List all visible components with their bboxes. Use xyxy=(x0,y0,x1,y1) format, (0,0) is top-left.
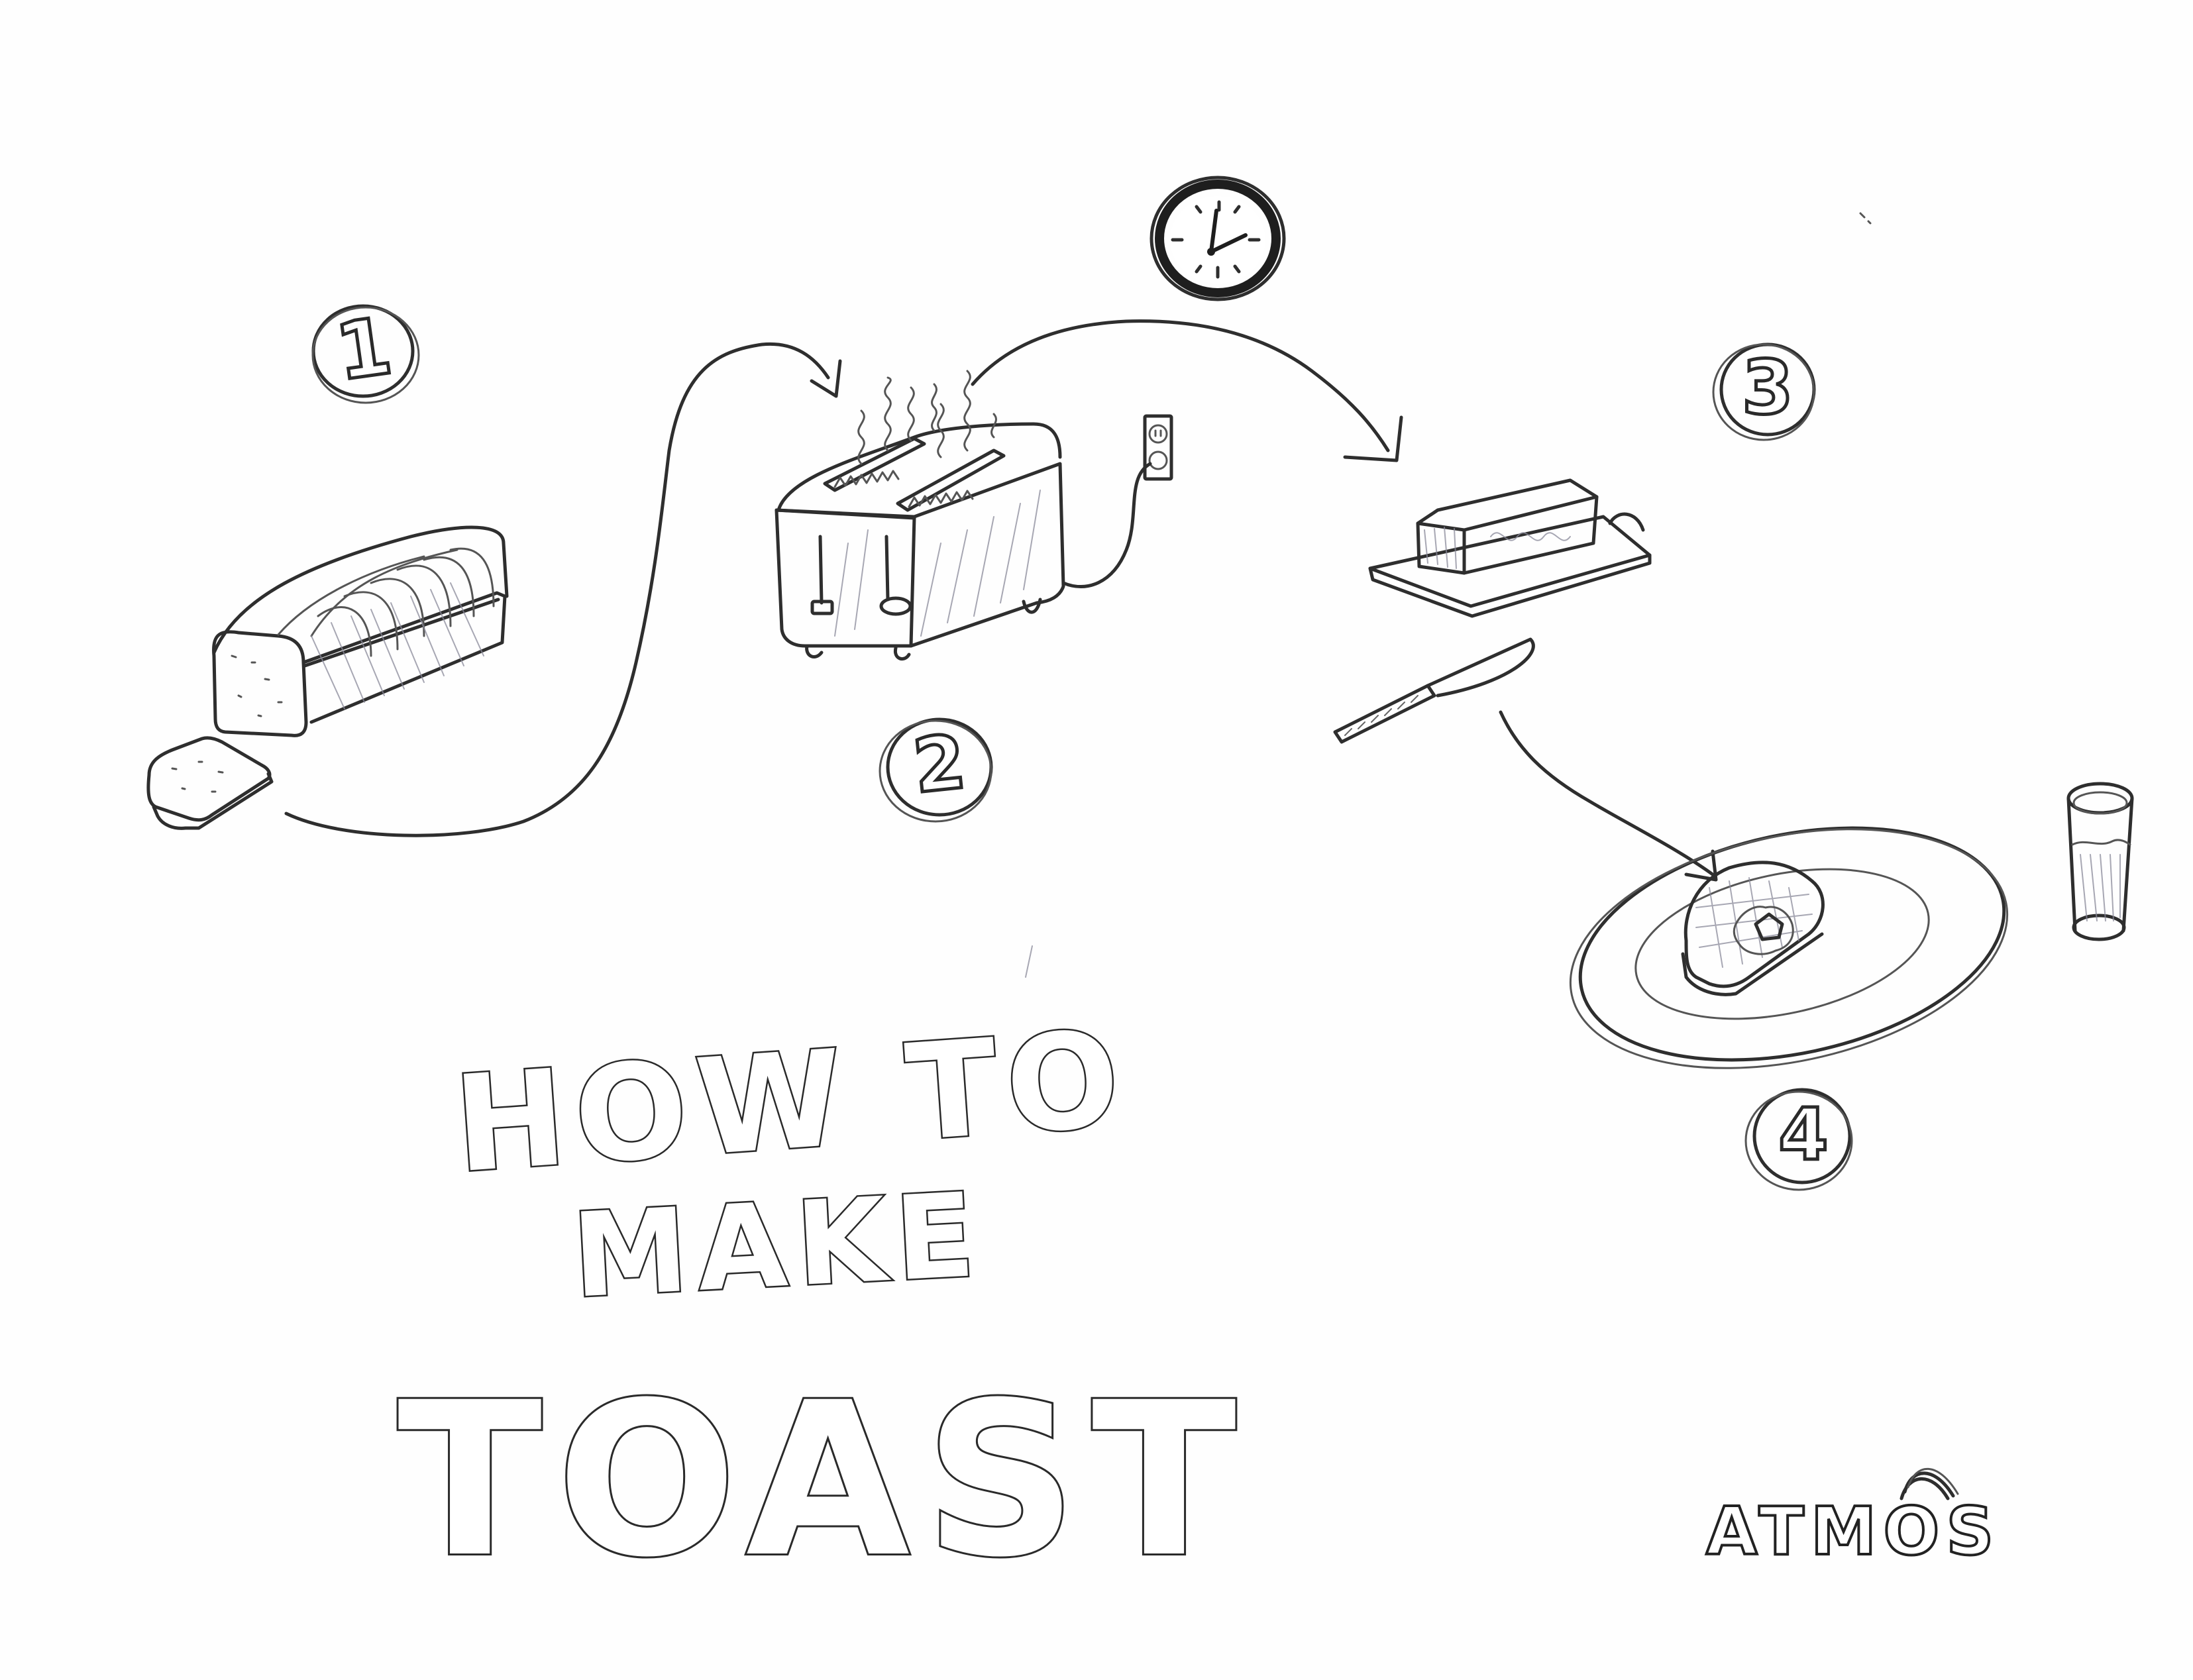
steam-icon xyxy=(857,370,997,465)
butter-dish-icon xyxy=(1368,478,1652,618)
arrow-head xyxy=(810,359,842,398)
step-1-number: 1 xyxy=(329,298,399,399)
title-line-3: TOAST xyxy=(396,1357,1252,1604)
arrow-head xyxy=(1343,415,1403,462)
artist-signature: ATMOS xyxy=(1705,1493,2001,1570)
plate-icon xyxy=(1569,826,2009,1069)
signature-flourish xyxy=(1899,1467,1959,1500)
arrow-head xyxy=(1684,849,1718,882)
stray-mark xyxy=(1859,212,1872,225)
toaster-icon xyxy=(775,422,1065,661)
power-outlet-icon xyxy=(1143,414,1173,481)
step-2-number: 2 xyxy=(908,717,971,812)
title-line-2: MAKE xyxy=(568,1167,989,1326)
buttered-toast-icon xyxy=(1681,861,1825,996)
stray-mark xyxy=(1025,945,1033,978)
step-3-number: 3 xyxy=(1740,345,1795,431)
clock-icon xyxy=(1150,176,1286,301)
step-4-badge xyxy=(1744,1088,1853,1191)
glass-of-juice-icon xyxy=(2066,782,2134,941)
power-cord xyxy=(1061,462,1152,589)
knife-icon xyxy=(1333,637,1535,744)
bread-loaf-icon xyxy=(211,525,509,737)
step-1-badge xyxy=(311,304,420,404)
arrow-toaster-to-butter xyxy=(971,319,1390,452)
bread-slice-icon xyxy=(146,736,274,830)
step-3-badge xyxy=(1712,342,1816,441)
arrow-bread-to-toaster xyxy=(284,342,830,837)
step-4-number: 4 xyxy=(1777,1094,1830,1177)
arrow-knife-to-toast xyxy=(1499,710,1715,876)
step-2-badge xyxy=(879,717,993,823)
